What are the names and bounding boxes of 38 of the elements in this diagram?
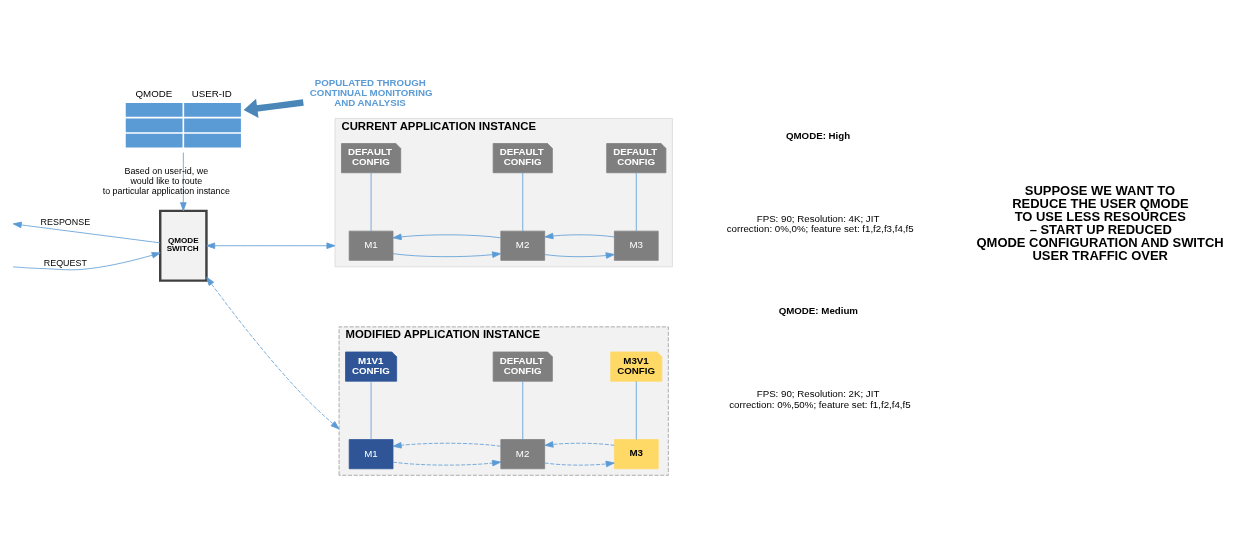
arrow	[392, 233, 502, 241]
node-box: M1	[348, 230, 394, 261]
node-label: USER-ID	[191, 88, 232, 100]
edge-label: Based on user-id, we would like to route to particular application instance	[102, 166, 230, 196]
node-text: POPULATED THROUGH CONTINUAL MONITORING AND ANALYSIS	[309, 77, 433, 108]
node-box: M3	[614, 230, 659, 261]
edge-label: RESPONSE	[40, 216, 91, 227]
node-box: M2	[500, 439, 546, 470]
node-box: M3	[614, 439, 659, 470]
arrow	[544, 232, 615, 240]
arrow	[392, 251, 502, 258]
node-box: QMODE SWITCH	[159, 209, 208, 282]
connector	[370, 381, 372, 440]
node-box: M2	[500, 230, 546, 261]
label: FPS: 90; Resolution: 2K; JIT correction: 0%,50%; feature set: f1,f2,f4,f5	[729, 388, 911, 410]
arrow	[12, 221, 161, 244]
arrow	[544, 441, 615, 448]
arrow	[243, 98, 304, 118]
arrow	[544, 252, 615, 259]
connector	[635, 172, 637, 232]
edge-label: REQUEST	[43, 257, 87, 268]
arrow	[544, 460, 615, 468]
label: FPS: 90; Resolution: 4K; JIT correction: 0%,0%; feature set: f1,f2,f3,f4,f5	[726, 212, 914, 235]
connector	[522, 381, 524, 440]
arrow	[206, 242, 336, 249]
connector	[522, 172, 524, 232]
arrow	[180, 152, 187, 212]
connector	[635, 381, 637, 440]
label: QMODE: Medium	[778, 304, 859, 316]
connector	[370, 172, 372, 232]
node-label: QMODE	[135, 88, 173, 100]
arrow	[392, 459, 502, 467]
arrow	[206, 276, 340, 430]
node-box: M1	[348, 439, 394, 470]
arrow	[392, 442, 502, 449]
arrow	[12, 252, 161, 271]
label: SUPPOSE WE WANT TO REDUCE THE USER QMODE TO USE LESS RESOURCES – START UP REDUCED QMODE CONFIGURATION AND SWITCH USER TRAFFIC OVER	[976, 183, 1224, 264]
label: QMODE: High	[785, 129, 851, 141]
